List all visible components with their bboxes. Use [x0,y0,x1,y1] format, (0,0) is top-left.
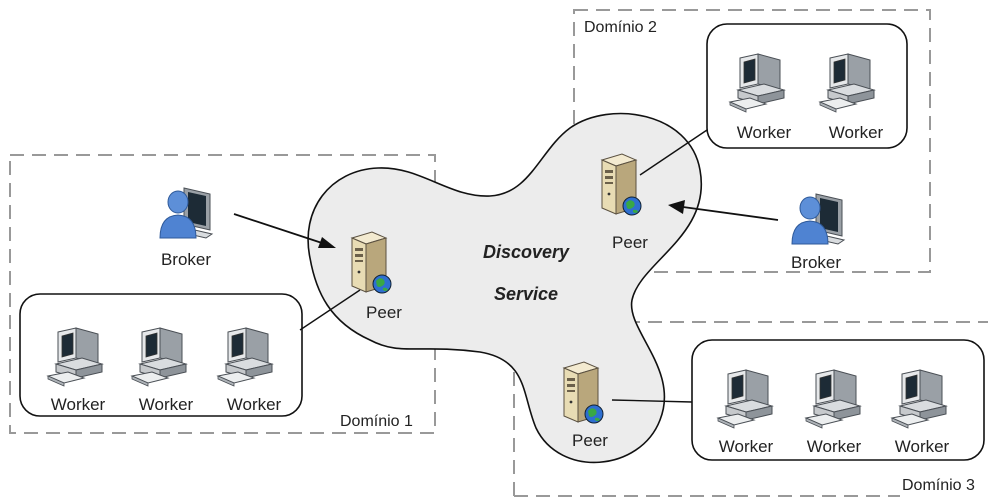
worker-label: Worker [139,395,194,414]
peer-server-icon [563,361,604,424]
broker-icon [159,187,213,239]
worker-label: Worker [829,123,884,142]
link-peer2-group2 [639,129,708,176]
worker-label: Worker [807,437,862,456]
broker-icon [791,193,845,245]
domain-3-box [513,321,988,496]
service-label-line2: Service [494,284,558,304]
peer-label: Peer [366,303,402,322]
arrow-head-1 [318,237,336,248]
arrow-broker1-peer1 [233,213,323,244]
domain-1-label: Domínio 1 [340,413,413,430]
peer-label: Peer [612,233,648,252]
link-peer3-group3 [611,399,693,403]
peer-label: Peer [572,431,608,450]
domain-3-label: Domínio 3 [902,477,975,494]
service-label-line1: Discovery [483,242,570,262]
arrow-broker2-peer2 [682,206,779,221]
worker-label: Worker [51,395,106,414]
arrow-head-2 [668,200,685,214]
broker-label: Broker [161,250,211,269]
worker-label: Worker [737,123,792,142]
peer-server-icon [351,231,392,294]
worker-label: Worker [895,437,950,456]
worker-label: Worker [227,395,282,414]
broker-label: Broker [791,253,841,272]
peer-server-icon [601,153,642,216]
worker-label: Worker [719,437,774,456]
domain-2-label: Domínio 2 [584,19,657,36]
link-peer1-group1 [299,289,361,331]
